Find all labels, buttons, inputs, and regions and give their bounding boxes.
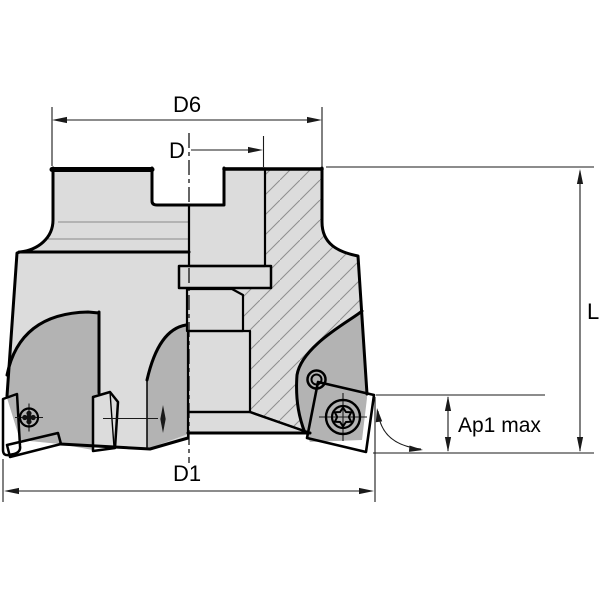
- d6-arrow-right: [307, 116, 322, 124]
- gullet-curve-2: [145, 323, 188, 382]
- left-insert: [1, 392, 22, 457]
- lead-angle-arrow-bottom: [408, 445, 423, 452]
- gullet-curve-right: [295, 309, 364, 435]
- dimension-label-ap1: Ap1 max: [458, 414, 541, 437]
- l-arrow-bottom: [576, 437, 584, 452]
- dimension-d1: D1: [2, 397, 376, 502]
- dimension-label-d1: D1: [173, 461, 201, 486]
- ap1-arrow-top: [444, 396, 452, 411]
- lead-angle-arrow-top: [375, 408, 383, 423]
- left-torx-screw-icon: [15, 403, 43, 432]
- dimension-l: L: [326, 166, 599, 454]
- right-insert: [305, 380, 376, 454]
- left-insert-assembly: [1, 390, 120, 459]
- dimension-ap1: Ap1 max: [376, 394, 545, 452]
- screw-head-outer: [324, 398, 362, 436]
- d-arrow: [248, 146, 263, 154]
- d1-arrow-left: [4, 487, 19, 495]
- screw-head-circle: [18, 407, 40, 428]
- dimension-label-d6: D6: [173, 92, 201, 117]
- screw-head-inner: [330, 404, 356, 430]
- body-outline: [5, 166, 369, 451]
- section-hatch-area: [232, 168, 362, 433]
- l-arrow-top: [576, 169, 584, 184]
- clamp-wedge-fold-line: [109, 391, 115, 448]
- dimension-d: D: [169, 136, 265, 167]
- ap1-arrow-bottom: [444, 437, 452, 452]
- dimension-d6: D6: [51, 92, 323, 167]
- insert-clearance-strip: [5, 431, 63, 459]
- right-profile-edge: [320, 166, 369, 396]
- gullet-curve-1: [5, 310, 101, 377]
- axial-rake-indicator: [103, 405, 166, 433]
- bottom-face-left-edge: [58, 436, 190, 451]
- d1-arrow-right: [359, 487, 374, 495]
- drive-notch-edge: [150, 166, 226, 207]
- torx-star: [333, 406, 353, 428]
- lead-angle-arc: [377, 410, 422, 450]
- clamp-wedge: [91, 390, 120, 453]
- rake-arrow-down: [160, 419, 166, 433]
- dimension-label-l: L: [587, 299, 599, 324]
- right-insert-assembly: [305, 380, 376, 454]
- screw-clover: [22, 410, 36, 425]
- dimension-label-d: D: [169, 138, 185, 163]
- bottom-face-slant-edge: [248, 410, 312, 435]
- d6-arrow-left: [52, 116, 67, 124]
- right-torx-screw-icon: [319, 393, 367, 441]
- lead-angle-indicator: [375, 408, 423, 452]
- rake-arrow-up: [160, 405, 166, 419]
- pocket-gullet-2-fill: [147, 325, 188, 448]
